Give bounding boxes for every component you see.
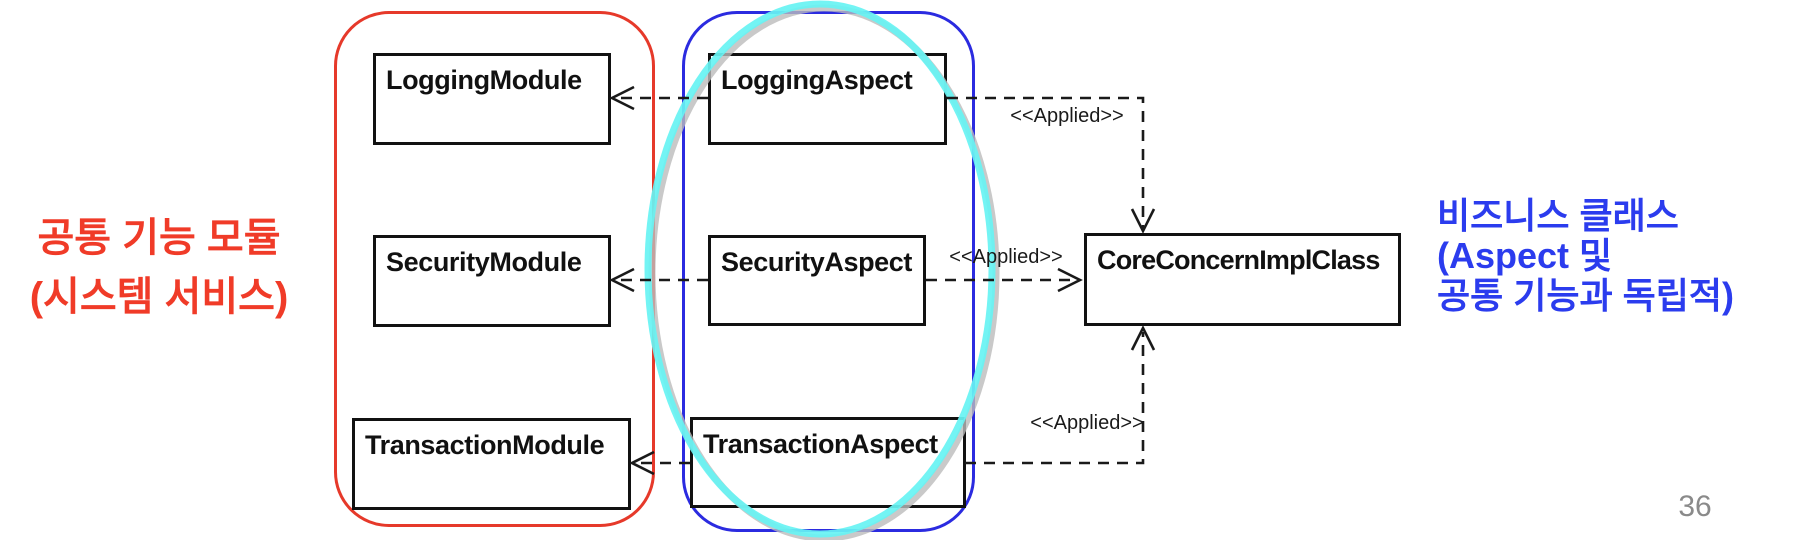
node-label: SecurityModule <box>386 247 582 277</box>
page-number: 36 <box>1678 490 1712 523</box>
arrowhead-up-core-bottom <box>1130 325 1156 351</box>
edge-transaction-aspect-to-core <box>965 332 1145 465</box>
caption-line: 공통 기능과 독립적) <box>1437 275 1734 316</box>
node-label: TransactionModule <box>365 430 605 460</box>
node-label: CoreConcernImplClass <box>1097 245 1380 275</box>
node-security-module: SecurityModule <box>373 235 611 327</box>
node-label: TransactionAspect <box>703 429 938 459</box>
caption-line: (시스템 서비스) <box>29 275 289 319</box>
node-logging-aspect: LoggingAspect <box>708 53 947 145</box>
stereotype-applied-bottom: <<Applied>> <box>1030 412 1144 434</box>
stereotype-applied-middle: <<Applied>> <box>949 246 1063 268</box>
caption-line: (Aspect 및 <box>1437 235 1613 276</box>
node-core-concern-impl-class: CoreConcernImplClass <box>1084 233 1401 326</box>
node-transaction-aspect: TransactionAspect <box>690 417 966 508</box>
caption-line: 공통 기능 모듈 <box>37 216 281 260</box>
arrowhead-right-core-left <box>1057 267 1083 293</box>
business-class-caption: 비즈니스 클래스 (Aspect 및 공통 기능과 독립적) <box>1437 196 1734 316</box>
common-modules-caption: 공통 기능 모듈 (시스템 서비스) <box>0 209 318 327</box>
arrowhead-down-core-top <box>1130 208 1156 234</box>
node-label: LoggingModule <box>386 65 582 95</box>
node-transaction-module: TransactionModule <box>352 418 631 510</box>
caption-line: 비즈니스 클래스 <box>1437 195 1679 236</box>
node-logging-module: LoggingModule <box>373 53 611 145</box>
node-label: SecurityAspect <box>721 247 912 277</box>
node-label: LoggingAspect <box>721 65 913 95</box>
node-security-aspect: SecurityAspect <box>708 235 926 326</box>
stereotype-applied-top: <<Applied>> <box>1010 105 1124 127</box>
